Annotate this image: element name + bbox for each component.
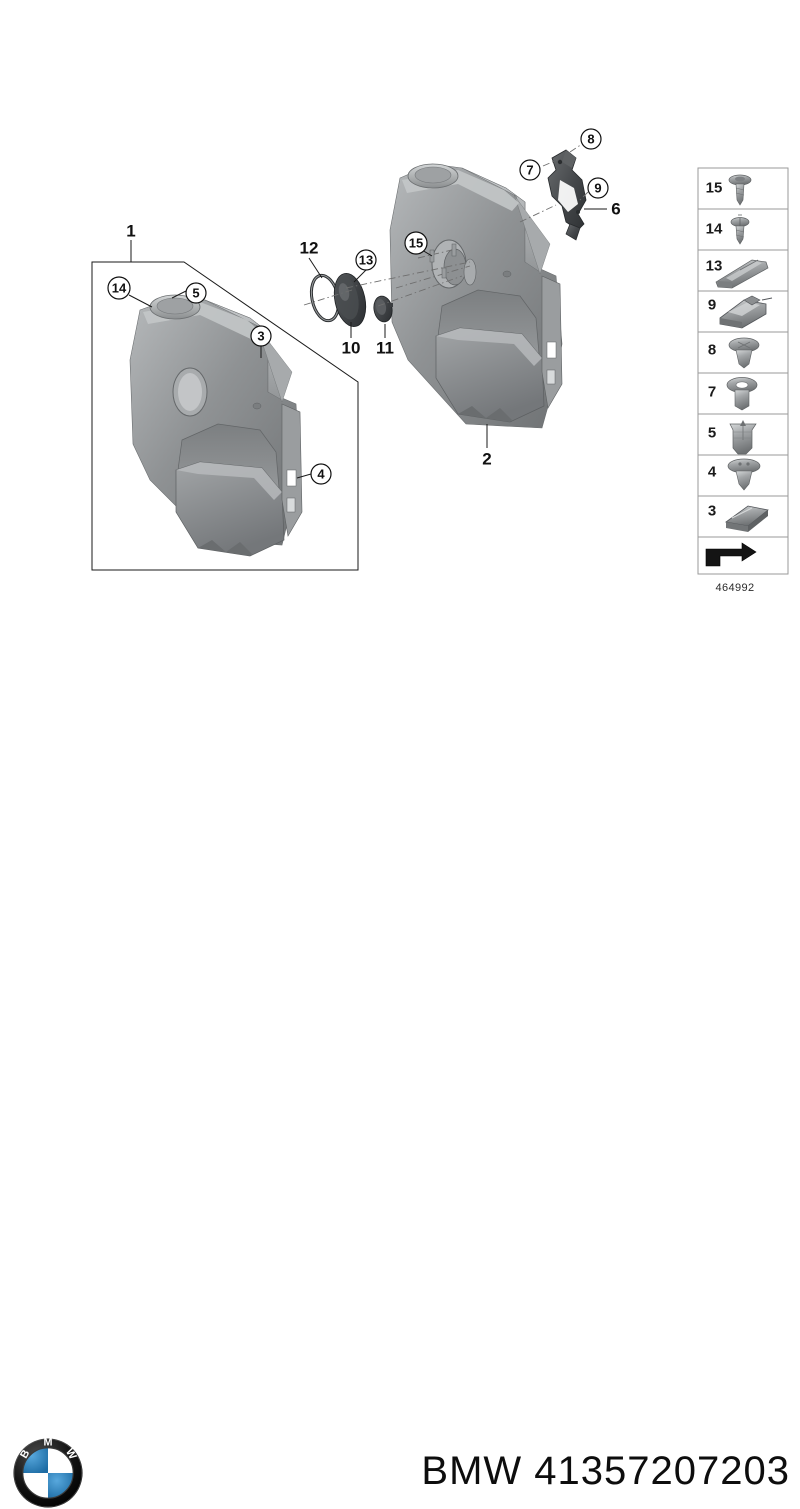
- metal-spring-nut-icon: [719, 295, 773, 329]
- footer-part-number: BMW 41357207203: [421, 1448, 790, 1493]
- legend-row-5: 5: [697, 413, 789, 456]
- svg-text:14: 14: [706, 221, 723, 238]
- expansion-rivet-icon: [728, 337, 760, 369]
- svg-text:15: 15: [706, 180, 723, 197]
- direction-arrow-icon: [705, 542, 757, 567]
- exploded-diagram-illustration: 1: [91, 128, 789, 594]
- parts-diagram-canvas: 1: [0, 128, 800, 1508]
- svg-text:9: 9: [594, 181, 601, 196]
- svg-text:13: 13: [706, 258, 723, 275]
- assembly-axis-10-panel: [345, 261, 471, 289]
- callout-7-leader: [542, 159, 558, 167]
- right-panel-pocket-rim: [436, 328, 542, 366]
- assembly-axis-aux: [395, 265, 471, 289]
- assembly-axis-15: [417, 249, 453, 259]
- right-panel-shelf-edge: [513, 194, 551, 275]
- svg-text:9: 9: [708, 297, 716, 314]
- callout-6-label: 6: [611, 200, 620, 219]
- callout-12-label: 12: [300, 239, 319, 258]
- svg-text:4: 4: [708, 464, 717, 481]
- callout-4-left-leader: [296, 473, 312, 479]
- callout-11-label: 11: [376, 339, 394, 358]
- svg-text:5: 5: [192, 286, 199, 301]
- svg-text:7: 7: [526, 163, 533, 178]
- legend-row-7: 7: [697, 372, 789, 415]
- legend-row-3: 3: [697, 495, 789, 538]
- flat-spring-clip-icon: [725, 505, 769, 532]
- left-panel-small-hole: [252, 402, 262, 410]
- assembly-axis-12-10: [303, 289, 353, 306]
- svg-text:5: 5: [708, 425, 716, 442]
- left-panel-top-cup-inner: [156, 297, 194, 315]
- logo-letter-m: M: [44, 1437, 53, 1448]
- footer-bar: M B W BMW 41357207203: [0, 710, 800, 1508]
- slide-clip-icon: [715, 259, 769, 289]
- short-screw-icon: [730, 214, 750, 245]
- part-10-speaker-cover: [333, 273, 367, 327]
- legend-row-8: 8: [697, 331, 789, 374]
- callout-5-left-leader: [171, 290, 187, 299]
- callout-8-right: 8: [580, 128, 602, 150]
- right-panel-flange-slot-2: [546, 369, 556, 385]
- callout-8-leader: [569, 143, 583, 153]
- svg-text:15: 15: [409, 236, 423, 251]
- callout-10-label: 10: [342, 339, 361, 358]
- callout-12-leader: [308, 257, 323, 279]
- svg-text:3: 3: [257, 329, 264, 344]
- assembly-1-group-bracket: [91, 261, 359, 571]
- svg-text:4: 4: [317, 467, 325, 482]
- left-panel-pocket-rim: [176, 462, 282, 500]
- pan-head-screw-icon: [728, 174, 752, 206]
- square-plug-icon: [729, 420, 757, 455]
- mushroom-clip-icon: [727, 458, 761, 491]
- svg-text:14: 14: [112, 281, 127, 296]
- right-panel-top-cup-inner: [414, 166, 452, 184]
- callout-9-right: 9: [587, 177, 609, 199]
- callout-13-right: 13: [355, 249, 377, 271]
- collar-screw-icon: [726, 377, 758, 411]
- svg-text:8: 8: [708, 342, 716, 359]
- bmw-roundel-logo: M B W: [13, 1437, 83, 1508]
- svg-text:8: 8: [587, 132, 594, 147]
- right-panel-speaker-ring-outer: [463, 258, 477, 286]
- legend-row-4: 4: [697, 454, 789, 497]
- legend-reference-number: 464992: [715, 582, 754, 594]
- svg-text:13: 13: [359, 253, 373, 268]
- assembly-axis-11-panel: [377, 275, 463, 307]
- legend-row-14: 14: [697, 208, 789, 251]
- left-panel-flange-slot: [286, 469, 297, 487]
- right-panel-small-hole: [502, 270, 512, 278]
- part-11-grommet-cap: [373, 295, 393, 323]
- callout-7-right: 7: [519, 159, 541, 181]
- legend-row-9: 9: [697, 290, 789, 333]
- callout-14-left-leader: [128, 294, 153, 308]
- left-panel-pocket-scallop: [198, 540, 252, 556]
- legend-panel: 15 14: [697, 167, 789, 594]
- left-panel-speaker-inner: [178, 373, 202, 411]
- callout-3-left: 3: [250, 325, 272, 347]
- left-panel-flange-slot-2: [286, 497, 296, 513]
- legend-row-direction-arrow: [697, 536, 789, 575]
- callout-13-leader: [353, 269, 367, 283]
- svg-text:3: 3: [708, 503, 716, 520]
- left-panel-pocket-front: [175, 461, 285, 557]
- callout-14-left: 14: [107, 276, 131, 300]
- callout-9-leader: [579, 191, 589, 201]
- metal-bracket-part-6: [547, 149, 587, 241]
- assembly-left-group: 1: [91, 222, 359, 571]
- callout-5-left: 5: [185, 282, 207, 304]
- callout-4-left: 4: [310, 463, 332, 485]
- right-panel-pocket-scallop: [458, 406, 512, 422]
- right-panel-flange-slot: [546, 341, 557, 359]
- callout-15-right: 15: [404, 231, 428, 255]
- assembly-right-group: 2 7 8: [300, 128, 621, 469]
- legend-row-13: 13: [697, 249, 789, 292]
- bracket-mount-axis: [519, 204, 557, 223]
- svg-text:7: 7: [708, 384, 716, 401]
- assembly-2-label: 2: [482, 450, 491, 469]
- legend-row-15: 15: [697, 167, 789, 210]
- assembly-1-label: 1: [126, 222, 135, 241]
